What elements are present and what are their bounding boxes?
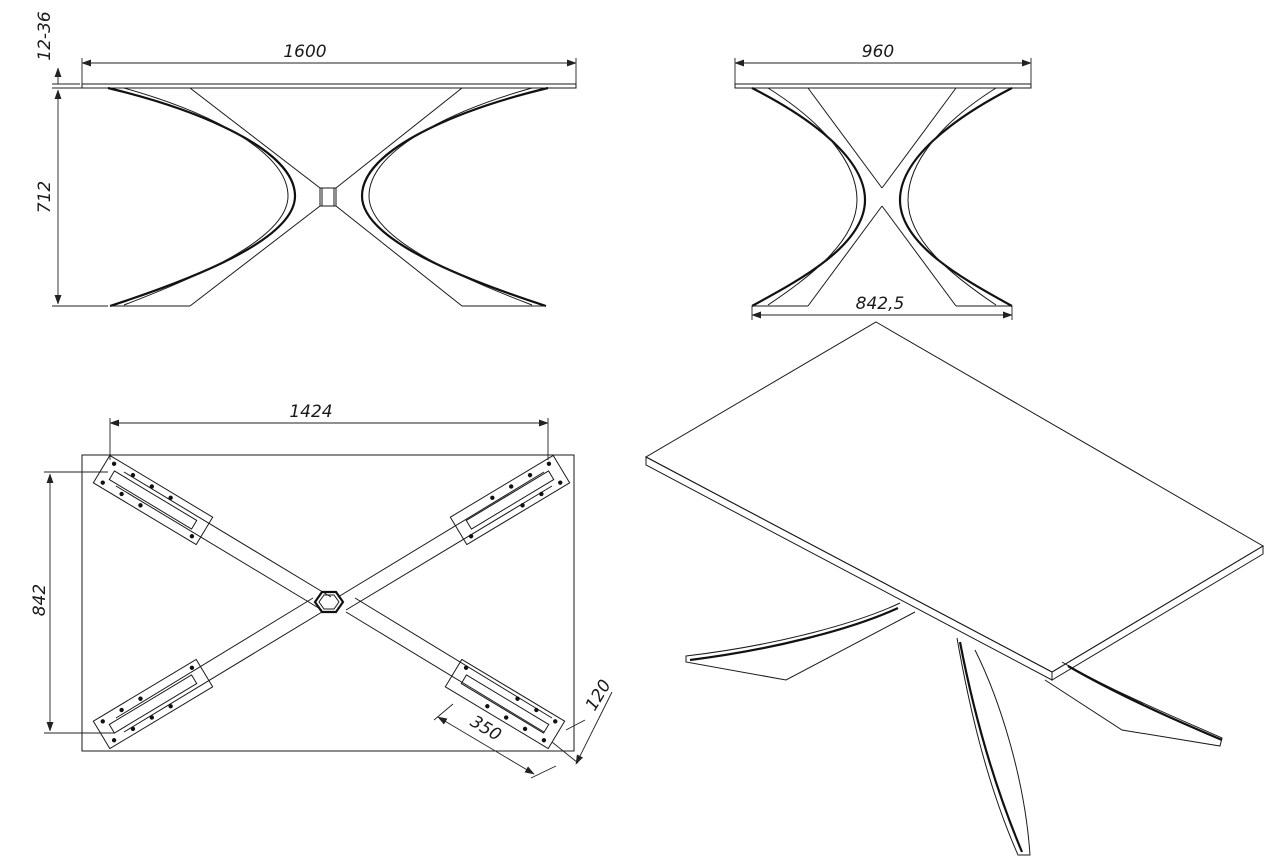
front-view: 1600 12-36 712 — [35, 11, 577, 308]
iso-tabletop — [644, 321, 1264, 673]
plan-center-hub — [313, 590, 345, 614]
iso-right-leg — [1044, 661, 1223, 747]
dim-front-length: 1600 — [283, 42, 326, 62]
mounting-plate-top-right — [449, 454, 571, 546]
side-left-leg — [751, 87, 867, 307]
dim-plan-length: 1424 — [289, 402, 332, 422]
mounting-plate-top-left — [92, 454, 214, 546]
iso-left-leg — [685, 602, 916, 681]
side-view: 960 842,5 — [735, 42, 1031, 320]
front-center-hub — [319, 187, 337, 207]
mounting-plate-bottom-right — [444, 658, 566, 750]
dim-side-width: 960 — [862, 42, 894, 62]
dim-plate-length: 350 — [467, 712, 505, 746]
side-tabletop — [734, 83, 1032, 89]
front-left-leg — [107, 86, 297, 308]
iso-front-leg — [956, 637, 1031, 856]
plan-tabletop-outline — [81, 454, 575, 752]
side-right-leg — [898, 87, 1013, 307]
front-tabletop — [81, 83, 577, 89]
dim-top-thickness: 12-36 — [35, 11, 55, 61]
isometric-view — [644, 321, 1264, 856]
dim-front-height: 712 — [35, 181, 55, 213]
dim-side-foot-span: 842,5 — [856, 294, 905, 314]
plan-view: 1424 842 350 120 — [30, 402, 616, 779]
dim-plan-width: 842 — [30, 584, 50, 616]
mounting-plate-bottom-left — [92, 658, 214, 750]
front-right-leg — [360, 86, 549, 308]
